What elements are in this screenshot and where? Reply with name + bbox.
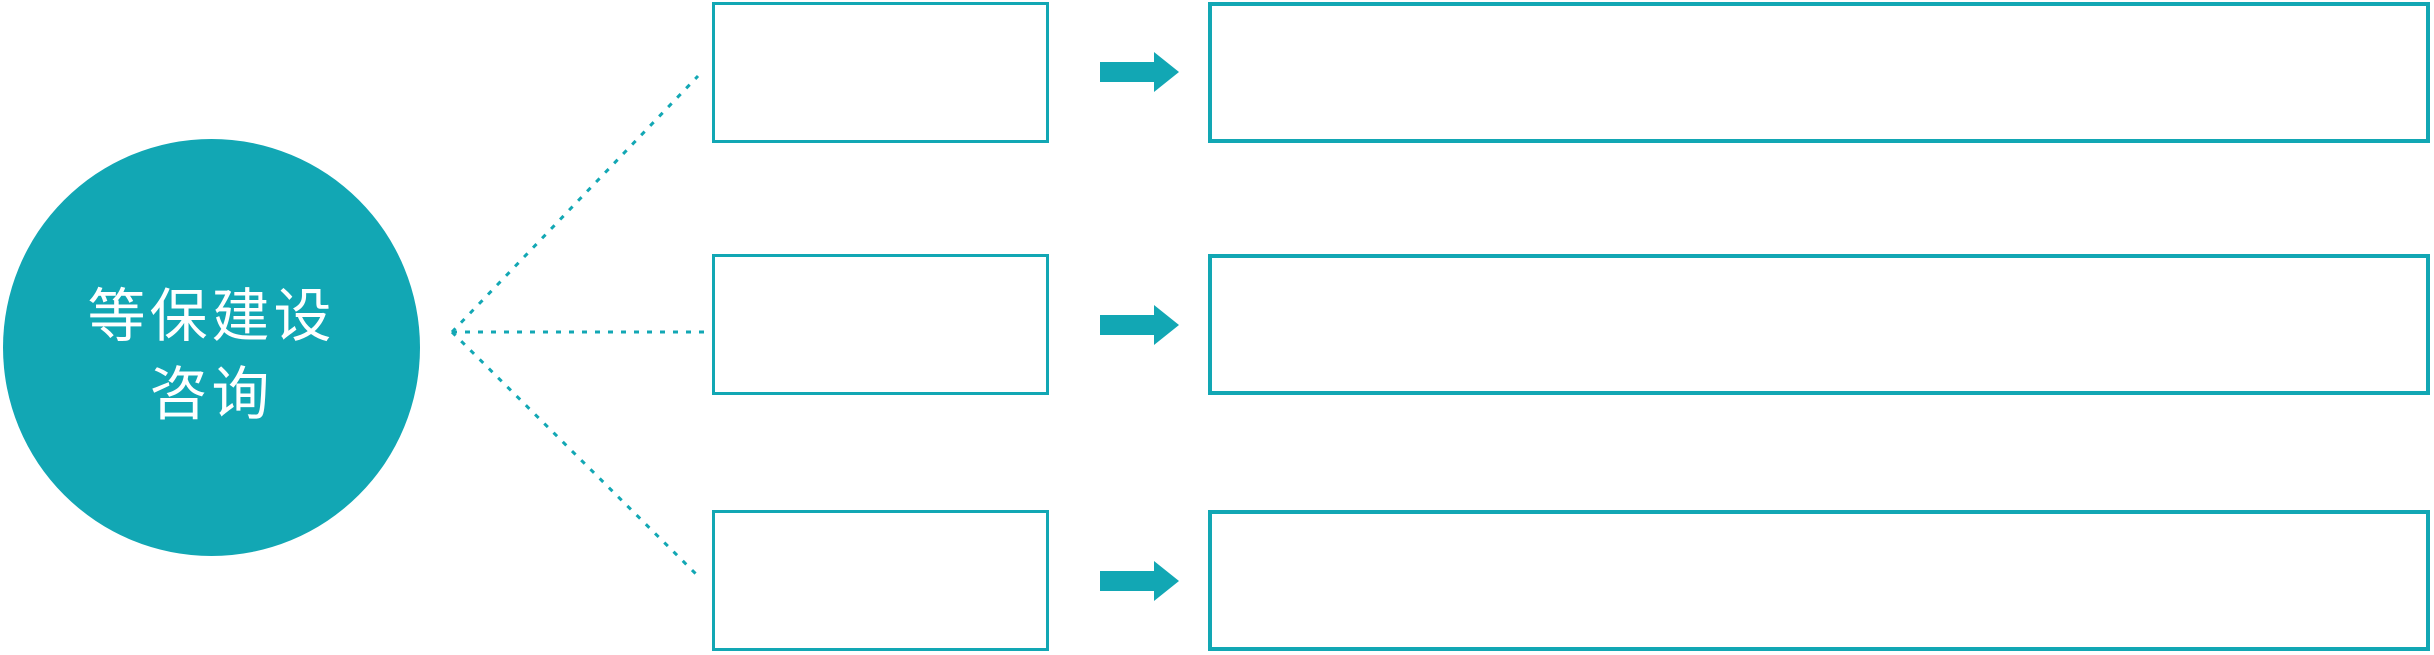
category-box-3 — [712, 510, 1049, 651]
detail-box-3 — [1208, 510, 2430, 651]
category-box-2 — [712, 254, 1049, 395]
dotted-line-top — [450, 74, 700, 334]
category-box-1 — [712, 2, 1049, 143]
dotted-line-bottom — [450, 330, 700, 578]
row-arrows — [1100, 52, 1179, 601]
topic-label-line-2: 咨询 — [149, 361, 274, 427]
dotted-connector-lines — [450, 74, 706, 578]
topic-label: 等保建设 咨询 — [87, 262, 335, 434]
topic-circle: 等保建设 咨询 — [3, 139, 420, 556]
detail-box-1 — [1208, 2, 2430, 143]
arrow-right-icon — [1100, 305, 1179, 345]
topic-label-line-1: 等保建设 — [87, 283, 336, 349]
detail-box-2 — [1208, 254, 2430, 395]
arrow-right-icon — [1100, 52, 1179, 92]
arrow-right-icon — [1100, 561, 1179, 601]
